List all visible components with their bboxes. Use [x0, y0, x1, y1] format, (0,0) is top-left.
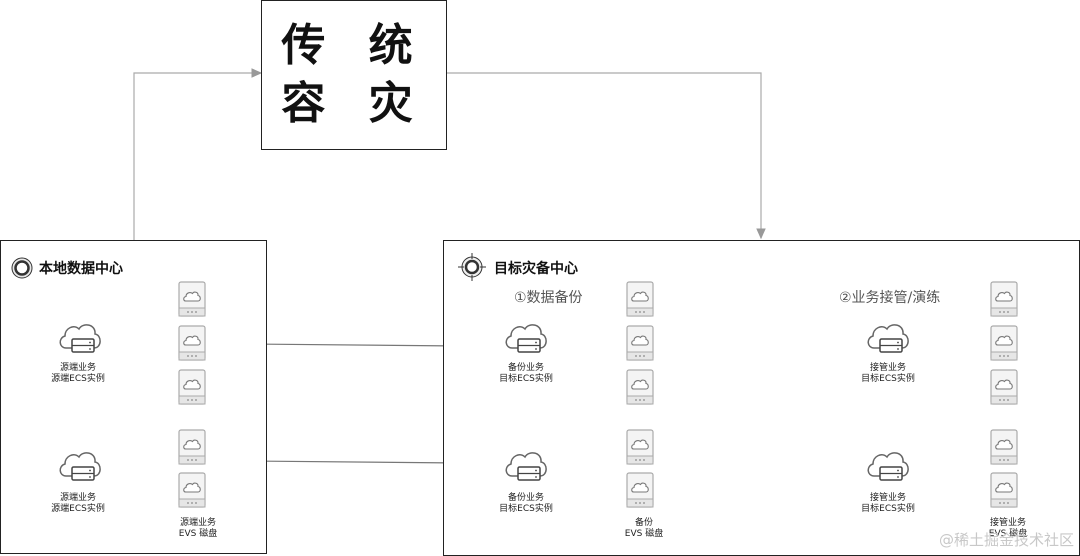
local-disk-label: 源端业务 EVS 磁盘: [178, 518, 218, 539]
local-disk-icon-3: [178, 369, 206, 409]
local-datacenter-title: 本地数据中心: [39, 261, 123, 277]
traditional-dr-line2: 容 灾: [281, 78, 427, 129]
takeover-disk-icon-4: [990, 429, 1018, 469]
backup-cloud-server-icon-1: [502, 318, 550, 362]
local-cloud-server-icon-2: [56, 446, 104, 490]
takeover-instance-label-1: 接管业务 目标ECS实例: [861, 363, 915, 384]
watermark: @稀土掘金技术社区: [938, 531, 1074, 549]
local-disk-icon-5: [178, 472, 206, 512]
local-instance-label-1: 源端业务 源端ECS实例: [51, 363, 105, 384]
backup-disk-icon-2: [626, 325, 654, 365]
takeover-disk-label: 接管业务 EVS 磁盘: [988, 518, 1028, 539]
takeover-disk-icon-5: [990, 472, 1018, 512]
local-disk-icon-2: [178, 325, 206, 365]
target-datacenter-panel: 目标灾备中心 ①数据备份 ②业务接管/演练: [443, 240, 1080, 556]
traditional-dr-line1: 传 统: [281, 20, 427, 71]
local-disk-icon-1: [178, 281, 206, 321]
takeover-disk-icon-2: [990, 325, 1018, 365]
arrow-local-to-traditional: [133, 68, 263, 240]
backup-disk-icon-1: [626, 281, 654, 321]
backup-cloud-server-icon-2: [502, 446, 550, 490]
target-datacenter-title: 目标灾备中心: [494, 261, 578, 277]
traditional-dr-box: 传 统 容 灾: [261, 0, 447, 150]
backup-disk-icon-5: [626, 472, 654, 512]
target-ring-icon: [11, 257, 33, 279]
takeover-disk-icon-3: [990, 369, 1018, 409]
backup-disk-icon-4: [626, 429, 654, 469]
takeover-cloud-server-icon-2: [864, 446, 912, 490]
local-datacenter-panel: 本地数据中心: [0, 240, 267, 554]
step-takeover-drill: ②业务接管/演练: [839, 290, 941, 306]
arrow-replicate-row2: [247, 458, 463, 468]
takeover-instance-label-2: 接管业务 目标ECS实例: [861, 493, 915, 514]
local-instance-label-2: 源端业务 源端ECS实例: [51, 493, 105, 514]
arrow-replicate-row1: [247, 341, 463, 351]
backup-disk-icon-3: [626, 369, 654, 409]
arrow-traditional-to-target: [447, 72, 766, 240]
step-data-backup: ①数据备份: [514, 290, 583, 306]
local-cloud-server-icon-1: [56, 318, 104, 362]
crosshair-icon: [458, 253, 486, 281]
takeover-disk-icon-1: [990, 281, 1018, 321]
backup-instance-label-1: 备份业务 目标ECS实例: [499, 363, 553, 384]
backup-disk-label: 备份 EVS 磁盘: [624, 518, 664, 539]
takeover-cloud-server-icon-1: [864, 318, 912, 362]
backup-instance-label-2: 备份业务 目标ECS实例: [499, 493, 553, 514]
local-disk-icon-4: [178, 429, 206, 469]
